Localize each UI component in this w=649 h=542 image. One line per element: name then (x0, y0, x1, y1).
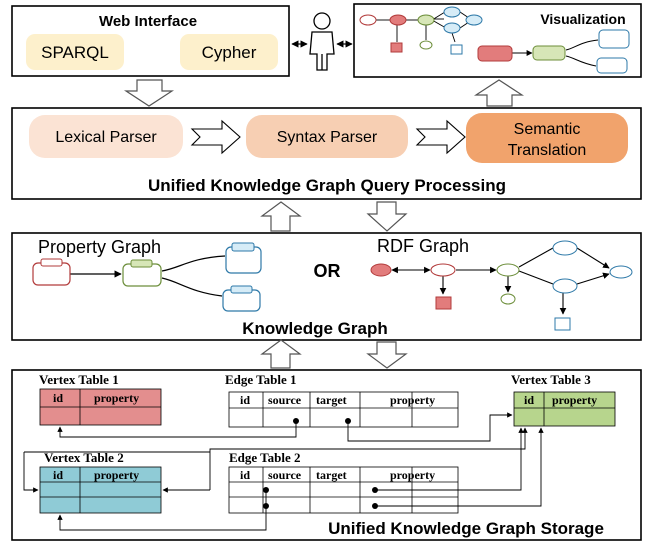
query-processing-panel: Lexical Parser Syntax Parser Semantic Tr… (11, 107, 642, 200)
syntax-parser-label: Syntax Parser (277, 129, 378, 146)
query-processing-title: Unified Knowledge Graph Query Processing (148, 176, 506, 195)
or-label: OR (314, 261, 341, 281)
storage-title: Unified Knowledge Graph Storage (328, 519, 604, 538)
rdf-node-3 (496, 263, 520, 277)
edge-table-2-title: Edge Table 2 (229, 450, 301, 465)
edge-table-2-col-source: source (268, 468, 302, 482)
vertex-table-3-col-id: id (524, 393, 534, 407)
rdf-node-5 (552, 240, 578, 256)
storage-title-bg (296, 516, 638, 538)
lexical-parser-label: Lexical Parser (55, 129, 157, 146)
vertex-table-2-col-property: property (94, 468, 139, 482)
vertex-table-3-col-property: property (552, 393, 597, 407)
rdf-literal-1 (435, 296, 452, 310)
vertex-table-1-col-id: id (53, 391, 63, 405)
arrow-up-storage-to-kg (260, 339, 302, 369)
arrow-down-query-to-kg (366, 201, 408, 232)
edge-table-2-col-property: property (390, 468, 435, 482)
property-node-blue-top (225, 242, 262, 274)
edge-table-1 (228, 391, 459, 428)
edge-table-1-col-source: source (268, 393, 302, 407)
property-node-red (32, 258, 71, 286)
arrow-up-query-to-vis (473, 79, 525, 107)
semantic-label: Semantic (514, 121, 581, 138)
storage-panel: Vertex Table 1 id property Edge Table 1 … (11, 369, 642, 541)
connector-dots (263, 418, 378, 509)
vertex-table-2-title: Vertex Table 2 (44, 450, 124, 465)
edge-table-1-title: Edge Table 1 (225, 372, 297, 387)
table-reference-connectors (23, 412, 544, 531)
vertex-table-1: id property (39, 388, 162, 426)
property-graph-label: Property Graph (38, 237, 161, 257)
edge-table-2-col-id: id (240, 468, 250, 482)
sparql-label: SPARQL (41, 43, 109, 62)
arrow-down-web-to-query (123, 79, 175, 107)
semantic-translation-stage (466, 113, 628, 163)
property-node-green (122, 259, 162, 287)
rdf-node-1 (370, 263, 392, 277)
syntax-parser-stage (246, 115, 408, 158)
vertex-table-1-col-property: property (94, 391, 139, 405)
rdf-node-6 (552, 278, 578, 294)
knowledge-graph-panel: Property Graph RDF Graph OR (11, 232, 642, 341)
vertex-table-3-title: Vertex Table 3 (511, 372, 591, 387)
cypher-label: Cypher (202, 43, 257, 62)
vertex-table-3: id property (513, 391, 616, 427)
rdf-node-2 (430, 263, 456, 277)
vertex-table-2-col-id: id (53, 468, 63, 482)
edge-table-1-col-property: property (390, 393, 435, 407)
lexical-parser-stage (29, 115, 183, 158)
arrow-lexical-to-syntax (190, 119, 241, 155)
visualization-title: Visualization (540, 11, 625, 27)
knowledge-graph-title: Knowledge Graph (242, 319, 387, 338)
rdf-literal-2 (554, 317, 571, 331)
rdf-graph-label: RDF Graph (377, 236, 469, 256)
arrow-up-kg-to-query (260, 201, 302, 232)
arrow-down-kg-to-storage (366, 341, 408, 369)
translation-label: Translation (508, 142, 587, 159)
edge-table-2-col-target: target (316, 468, 347, 482)
rdf-node-4 (500, 293, 516, 305)
vertex-table-2: id property (39, 466, 162, 514)
web-interface-panel: Web Interface SPARQL Cypher (11, 5, 290, 77)
rdf-node-7 (609, 265, 633, 279)
user-icon (309, 12, 335, 71)
property-node-blue-bottom (222, 285, 261, 312)
visualization-panel: Visualization (353, 3, 642, 78)
edge-table-1-col-target: target (316, 393, 347, 407)
arrow-syntax-to-semantic (415, 119, 466, 155)
edge-table-1-col-id: id (240, 393, 250, 407)
vertex-table-1-title: Vertex Table 1 (39, 372, 119, 387)
sparql-button[interactable] (26, 34, 124, 70)
web-interface-title: Web Interface (99, 13, 197, 30)
cypher-button[interactable] (180, 34, 278, 70)
